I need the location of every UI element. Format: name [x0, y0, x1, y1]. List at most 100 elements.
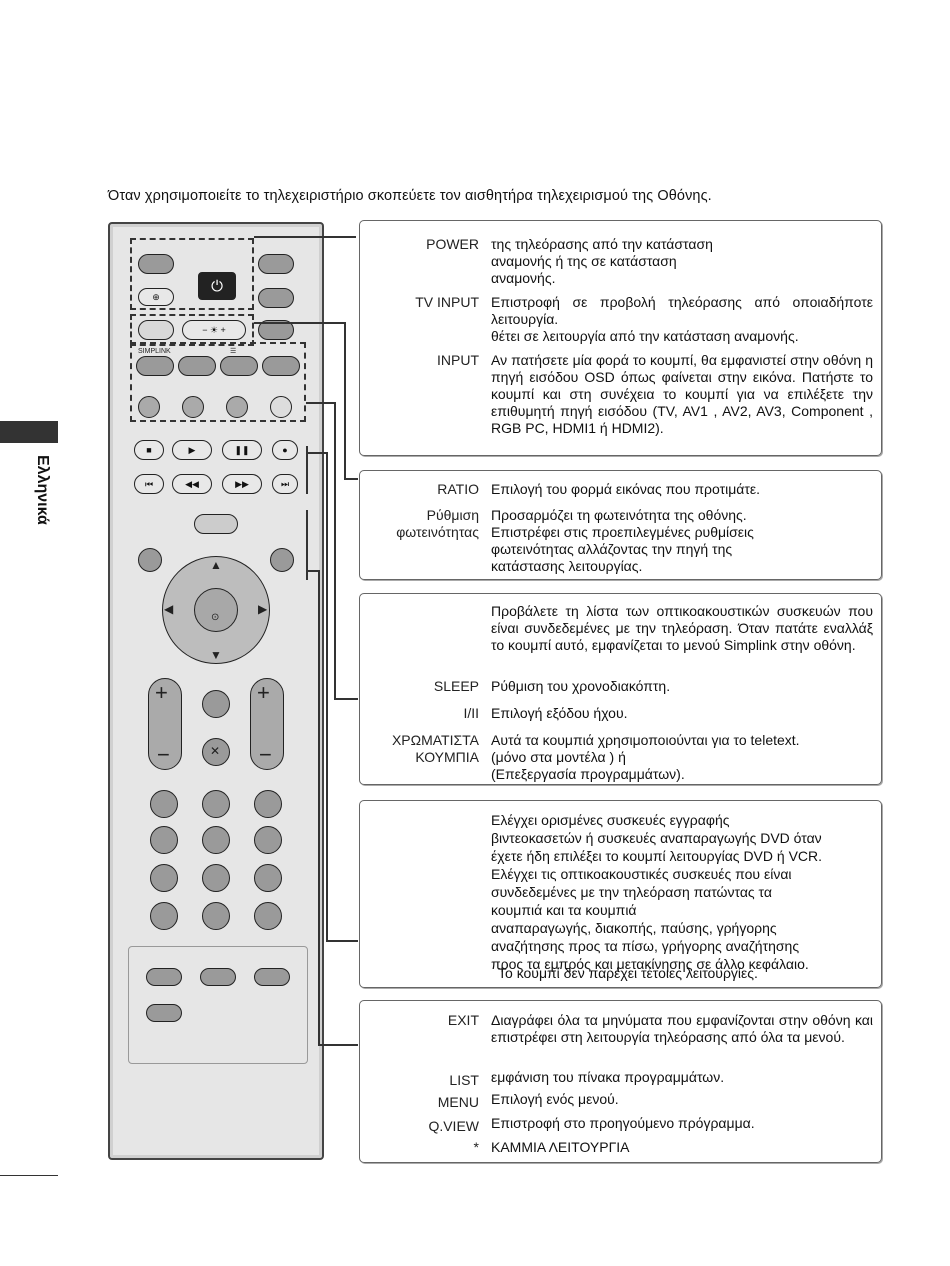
menu-button[interactable]: [194, 514, 238, 534]
label-menu: MENU: [437, 1094, 479, 1110]
remote-control-illustration: ⏻ ⊕ − ☀ + SIMPLINK ☰ ■ ▶ ❚❚ ● ⏮ ◀◀ ▶▶ ⏭ …: [108, 222, 324, 1160]
qview-button[interactable]: [270, 548, 294, 572]
label-color-buttons: ΧΡΩΜΑΤΙΣΤΑ ΚΟΥΜΠΙΑ: [391, 732, 479, 765]
connector-line-4b: [326, 452, 328, 940]
footer-rule: [0, 1175, 58, 1176]
desc-none: ΚΑΜΜΙΑ ΛΕΙΤΟΥΡΓΙΑ: [491, 1139, 630, 1155]
fast-forward-button[interactable]: ▶▶: [222, 474, 262, 494]
right-arrow-icon[interactable]: ▶: [258, 602, 268, 616]
number-button-3[interactable]: [254, 790, 282, 818]
connector-line-4c: [326, 940, 358, 942]
third-right-button[interactable]: [258, 320, 294, 340]
connector-line-3a: [306, 402, 334, 404]
qview-round-button[interactable]: [254, 902, 282, 930]
intro-text: Όταν χρησιμοποιείτε το τηλεχειριστήριο σ…: [108, 188, 712, 204]
desc-list: εμφάνιση του πίνακα προγραμμάτων.: [491, 1069, 725, 1085]
tv-input-button[interactable]: [138, 254, 174, 274]
color-button-green[interactable]: [182, 396, 204, 418]
transport-bracket-line: [306, 446, 308, 494]
exit-button[interactable]: [138, 548, 162, 572]
color-button-yellow[interactable]: [226, 396, 248, 418]
input-icon: ⊕: [152, 291, 160, 302]
ratio-button[interactable]: [138, 320, 174, 340]
stop-icon: ■: [146, 445, 152, 455]
desc-power: της τηλεόρασης από την κατάσταση αναμονή…: [491, 236, 713, 286]
top-right-button[interactable]: [258, 254, 294, 274]
teletext-button-1[interactable]: [146, 968, 182, 986]
power-icon: ⏻: [211, 277, 223, 295]
number-button-7[interactable]: [150, 864, 178, 892]
desc-brightness: Προσαρμόζει τη φωτεινότητα της οθόνης. Ε…: [491, 507, 754, 574]
rewind-button[interactable]: ◀◀: [172, 474, 212, 494]
ok-dot-icon: ⊙: [211, 612, 220, 623]
label-sleep: SLEEP: [433, 678, 479, 694]
connector-line-1: [254, 236, 356, 238]
connector-line-2a: [254, 322, 344, 324]
simplink-button[interactable]: [136, 356, 174, 376]
power-group-outline: [130, 238, 254, 310]
number-button-0[interactable]: [202, 902, 230, 930]
down-arrow-icon[interactable]: ▼: [210, 648, 222, 662]
fast-forward-icon: ▶▶: [235, 478, 249, 489]
number-button-8[interactable]: [202, 864, 230, 892]
label-none: *: [473, 1139, 479, 1155]
record-icon: ●: [282, 445, 288, 455]
volume-rocker[interactable]: [148, 678, 182, 770]
ok-button[interactable]: [194, 588, 238, 632]
prev-chapter-button[interactable]: ⏮: [134, 474, 164, 494]
fourth-right-button[interactable]: [262, 356, 300, 376]
desc-tvinput: Επιστροφή σε προβολή τηλεόρασης από οποι…: [491, 294, 873, 344]
teletext-button-3[interactable]: [254, 968, 290, 986]
number-button-6[interactable]: [254, 826, 282, 854]
play-icon: ▶: [188, 444, 196, 455]
language-tab-marker: [0, 421, 58, 443]
number-button-5[interactable]: [202, 826, 230, 854]
record-button[interactable]: ●: [272, 440, 298, 460]
desc-menu: Επιλογή ενός μενού.: [491, 1091, 619, 1107]
panel-exit-menu: EXIT Διαγράφει όλα τα μηνύματα που εμφαν…: [359, 1000, 882, 1163]
second-right-button[interactable]: [258, 288, 294, 308]
simplink-group-outline: [130, 342, 306, 422]
number-button-2[interactable]: [202, 790, 230, 818]
prev-chapter-icon: ⏮: [144, 478, 154, 489]
panel-ratio-brightness: RATIO Επιλογή του φορμά εικόνας που προτ…: [359, 470, 882, 580]
power-button[interactable]: ⏻: [198, 272, 236, 300]
connector-line-5a: [306, 570, 318, 572]
pause-button[interactable]: ❚❚: [222, 440, 262, 460]
play-button[interactable]: ▶: [172, 440, 212, 460]
brightness-icon: − ☀ +: [202, 324, 226, 335]
pause-icon: ❚❚: [234, 444, 250, 455]
teletext-button-4[interactable]: [146, 1004, 182, 1022]
list-button[interactable]: [150, 902, 178, 930]
simplink-label: SIMPLINK: [138, 348, 171, 355]
next-chapter-button[interactable]: ⏭: [272, 474, 298, 494]
label-exit: EXIT: [447, 1012, 479, 1028]
mute-button[interactable]: [202, 738, 230, 766]
volume-down-icon: −: [157, 742, 170, 767]
stop-button[interactable]: ■: [134, 440, 164, 460]
desc-qview: Επιστροφή στο προηγούμενο πρόγραμμα.: [491, 1115, 755, 1131]
connector-line-3c: [334, 698, 358, 700]
up-arrow-icon[interactable]: ▲: [210, 558, 222, 572]
input-button[interactable]: ⊕: [138, 288, 174, 306]
teletext-button-2[interactable]: [200, 968, 236, 986]
number-button-1[interactable]: [150, 790, 178, 818]
sleep-button[interactable]: [178, 356, 216, 376]
audio-button[interactable]: [220, 356, 258, 376]
desc-ratio: Επιλογή του φορμά εικόνας που προτιμάτε.: [491, 481, 761, 497]
next-chapter-icon: ⏭: [280, 478, 290, 489]
left-arrow-icon[interactable]: ◀: [164, 602, 174, 616]
brightness-rocker[interactable]: − ☀ +: [182, 320, 246, 340]
connector-line-2b: [344, 322, 346, 478]
teletext-mini-icon: ☰: [230, 348, 237, 355]
favorite-button[interactable]: [202, 690, 230, 718]
color-button-red[interactable]: [138, 396, 160, 418]
panel-power-input: POWER της τηλεόρασης από την κατάσταση α…: [359, 220, 882, 456]
connector-line-2c: [344, 478, 358, 480]
program-down-icon: −: [259, 742, 272, 767]
program-rocker[interactable]: [250, 678, 284, 770]
number-button-4[interactable]: [150, 826, 178, 854]
number-button-9[interactable]: [254, 864, 282, 892]
teletext-buttons-area: [128, 946, 308, 1064]
color-button-blue[interactable]: [270, 396, 292, 418]
